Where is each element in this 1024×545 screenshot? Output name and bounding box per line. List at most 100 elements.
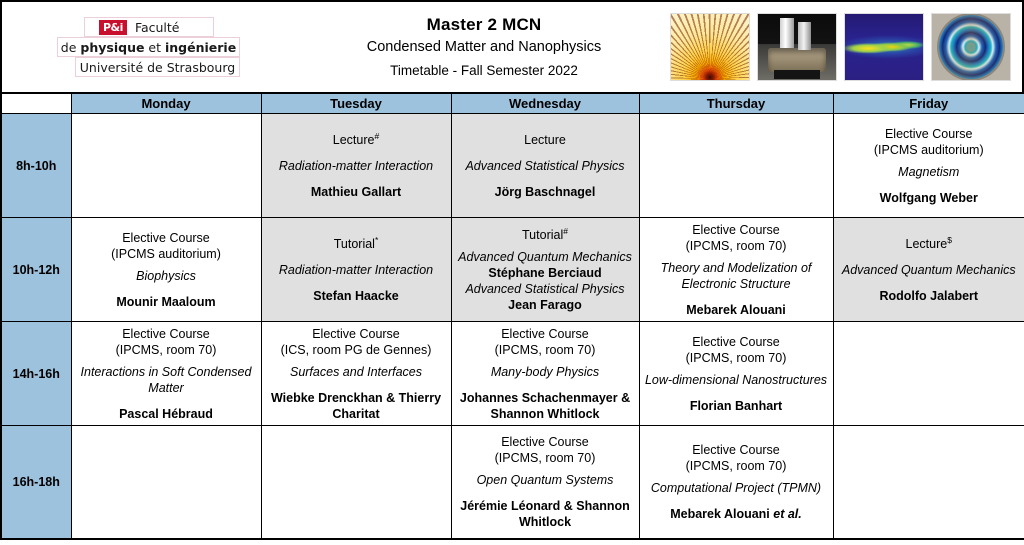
slot-wednesday-14h-16h[interactable]: Elective Course(IPCMS, room 70)Many-body…	[450, 321, 640, 426]
time-slot-label: 14h-16h	[0, 321, 72, 426]
spectral-heatmap-photo	[844, 13, 924, 81]
spacer	[838, 252, 1021, 262]
course-room: (IPCMS auditorium)	[111, 246, 221, 261]
spacer	[266, 380, 447, 390]
slot-thursday-8h-10h[interactable]	[638, 113, 834, 218]
logo-line-faculte: P&i Faculté	[84, 17, 214, 37]
day-header-thursday: Thursday	[638, 92, 834, 114]
course-room: (IPCMS, room 70)	[115, 342, 217, 357]
spacer	[266, 148, 447, 158]
course-subject: Radiation-matter Interaction	[278, 158, 434, 173]
spacer	[644, 388, 829, 398]
course-subject: Computational Project (TPMN)	[650, 480, 822, 495]
header-logo-cell: P&i Faculté de physique et ingénierie Un…	[2, 2, 302, 92]
course-subject: Surfaces and Interfaces	[289, 364, 423, 379]
slot-thursday-10h-12h[interactable]: Elective Course(IPCMS, room 70) Theory an…	[638, 217, 834, 322]
course-teacher: Mounir Maaloum	[116, 294, 216, 309]
timetable-grid: Monday Tuesday Wednesday Thursday Friday…	[0, 92, 1024, 540]
day-header-monday: Monday	[70, 92, 262, 114]
day-header-row: Monday Tuesday Wednesday Thursday Friday	[0, 92, 1024, 114]
spacer	[838, 278, 1021, 288]
course-room: (IPCMS, room 70)	[685, 458, 787, 473]
slot-monday-14h-16h[interactable]: Elective Course(IPCMS, room 70)Interacti…	[70, 321, 262, 426]
course-kind: Lecture#	[332, 130, 380, 147]
course-subject-secondary: Advanced Statistical Physics	[465, 281, 625, 296]
time-slot-label: 8h-10h	[0, 113, 72, 218]
course-teacher: Pascal Hébraud	[119, 406, 213, 421]
spacer	[76, 284, 257, 294]
course-subject: Magnetism	[898, 164, 960, 179]
course-room: (IPCMS, room 70)	[494, 450, 596, 465]
course-room: (IPCMS, room 70)	[685, 350, 787, 365]
course-teacher: Stéphane Berciaud	[488, 265, 602, 280]
day-header-tuesday: Tuesday	[260, 92, 452, 114]
time-slot-label: 16h-18h	[0, 425, 72, 539]
day-header-wednesday: Wednesday	[450, 92, 640, 114]
course-kind-marker: $	[947, 234, 952, 245]
course-subject: Theory and Modelization of Electronic St…	[660, 260, 812, 291]
course-kind: Elective Course	[312, 326, 400, 341]
slot-monday-16h-18h[interactable]	[70, 425, 262, 539]
slot-tuesday-14h-16h[interactable]: Elective Course(ICS, room PG de Gennes)S…	[260, 321, 452, 426]
course-subject: Advanced Quantum Mechanics	[458, 249, 632, 264]
time-slot-label: 10h-12h	[0, 217, 72, 322]
instrument-base	[768, 48, 826, 72]
slot-thursday-14h-16h[interactable]: Elective Course(IPCMS, room 70)Low-dimen…	[638, 321, 834, 426]
course-subject: Many-body Physics	[490, 364, 600, 379]
slot-monday-10h-12h[interactable]: Elective Course(IPCMS auditorium)Biophys…	[70, 217, 262, 322]
course-subject: Low-dimensional Nanostructures	[644, 372, 828, 387]
slot-wednesday-16h-18h[interactable]: Elective Course(IPCMS, room 70) Open Quan…	[450, 425, 640, 539]
spacer	[456, 148, 635, 158]
course-teacher: Johannes Schachenmayer & Shannon Whitloc…	[459, 390, 631, 421]
logo-physique-text: de physique et ingénierie	[60, 39, 237, 55]
page-header: P&i Faculté de physique et ingénierie Un…	[0, 0, 1024, 92]
page-subtitle-semester: Timetable - Fall Semester 2022	[390, 63, 578, 78]
course-kind: Tutorial*	[333, 234, 379, 251]
course-teacher: Wiebke Drenckhan & Thierry Charitat	[270, 390, 442, 421]
course-kind: Lecture	[524, 132, 566, 147]
course-room: (IPCMS, room 70)	[685, 238, 787, 253]
course-subject: Radiation-matter Interaction	[278, 262, 434, 277]
course-kind-marker: *	[374, 234, 379, 245]
slot-tuesday-16h-18h[interactable]	[260, 425, 452, 539]
course-teacher: Wolfgang Weber	[879, 190, 978, 205]
slot-monday-8h-10h[interactable]	[70, 113, 262, 218]
slot-thursday-16h-18h[interactable]: Elective Course(IPCMS, room 70) Computati…	[638, 425, 834, 539]
day-header-friday: Friday	[832, 92, 1024, 114]
course-room: (IPCMS, room 70)	[494, 342, 596, 357]
course-subject: Open Quantum Systems	[476, 472, 614, 487]
course-kind: Elective Course	[122, 230, 210, 245]
spacer	[644, 292, 829, 302]
logo-line-physique: de physique et ingénierie	[57, 37, 240, 57]
slot-friday-8h-10h[interactable]: Elective Course(IPCMS auditorium)Magneti…	[832, 113, 1024, 218]
logo-badge: P&i	[99, 19, 127, 35]
course-kind: Elective Course	[122, 326, 210, 341]
course-kind: Elective Course	[501, 434, 589, 449]
spacer	[76, 396, 257, 406]
spacer	[456, 380, 635, 390]
course-teacher-etal: et al.	[773, 506, 802, 521]
logo-line-universite: Université de Strasbourg	[75, 57, 240, 77]
course-teacher: Jérémie Léonard & Shannon Whitlock	[460, 498, 630, 529]
spacer	[266, 278, 447, 288]
grid-corner	[0, 92, 72, 114]
lab-instrument-photo	[757, 13, 837, 81]
logo-faculte-text: Faculté	[134, 19, 180, 35]
course-teacher: Mathieu Gallart	[310, 184, 402, 199]
course-teacher: Mebarek Alouani	[686, 302, 786, 317]
course-kind: Elective Course	[692, 442, 780, 457]
course-teacher: Stefan Haacke	[313, 288, 399, 303]
spacer	[456, 174, 635, 184]
course-kind: Elective Course	[692, 222, 780, 237]
slot-friday-14h-16h[interactable]	[832, 321, 1024, 426]
slot-friday-16h-18h[interactable]	[832, 425, 1024, 539]
spacer	[838, 180, 1021, 190]
spacer	[266, 174, 447, 184]
header-image-strip	[666, 2, 1022, 92]
